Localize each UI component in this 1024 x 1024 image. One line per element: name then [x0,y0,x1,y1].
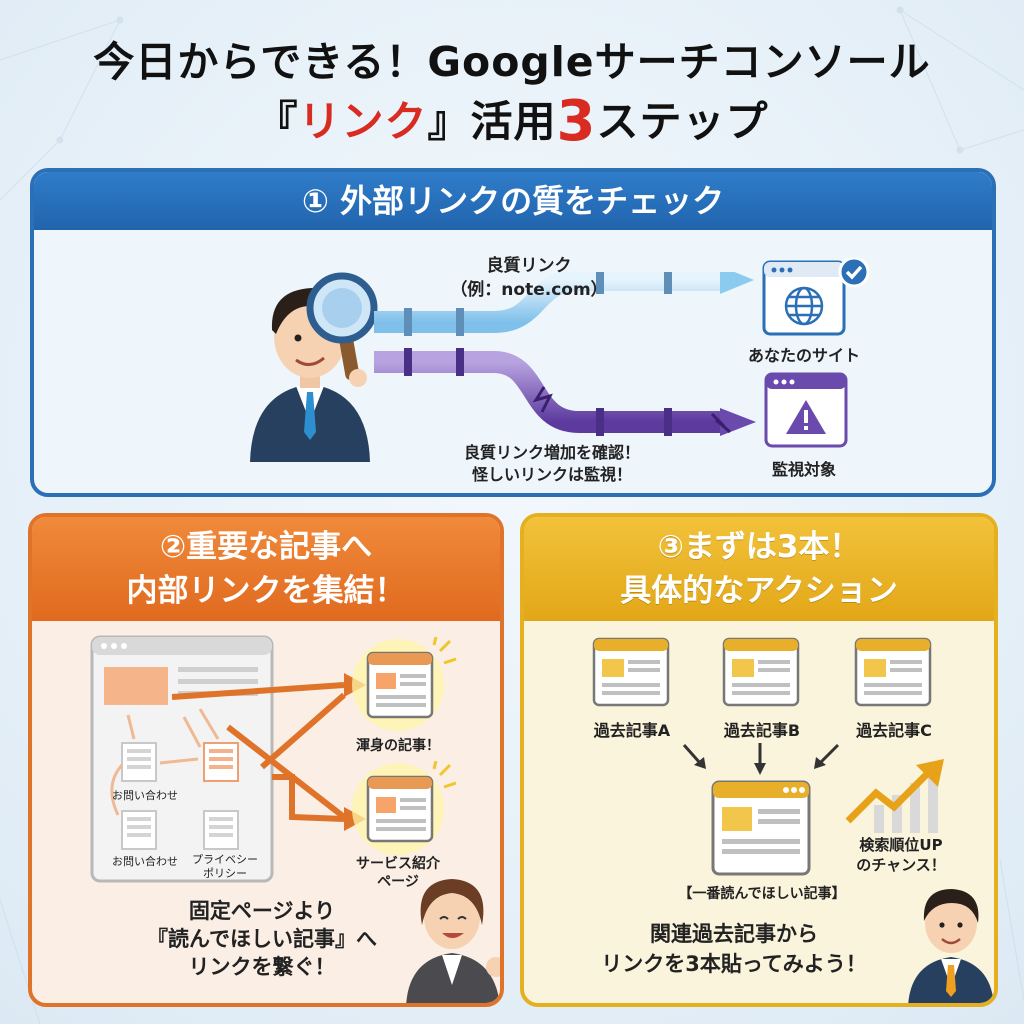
main-article-window [711,780,811,876]
internal-link-arrows [171,673,366,831]
step3-bottom-line1: 関連過去記事から [650,922,818,946]
step2-heading-line1: ②重要な記事へ [159,529,373,565]
title-mid: 』活用 [427,97,557,146]
step2-heading: ②重要な記事へ 内部リンクを集結！ [32,517,500,621]
past-article-c-window [854,637,932,707]
title-bracket-open: 『 [255,97,299,146]
page-privacy-line2: ポリシー [203,867,247,880]
step2-heading-line2: 内部リンクを集結！ [126,573,406,609]
warning-icon [786,400,826,434]
page-contact-1: お問い合わせ [112,789,178,802]
monitor-target-window [764,372,848,448]
step1-panel: ① 外部リンクの質をチェック 良質リンク （例：note.com） [30,168,996,497]
target-label-2-line1: サービス紹介 [356,856,440,872]
past-article-a-window [592,637,670,707]
trend-up-arrow-icon [845,759,944,833]
magnifier-icon [306,272,378,387]
check-badge-icon [838,258,870,288]
step2-bottom-line1: 固定ページより [188,899,336,923]
rank-up-line2: のチャンス！ [856,856,946,874]
target-window-2 [352,761,457,855]
step1-note-line1: 良質リンク増加を確認！ [463,443,640,462]
past-article-a-label: 過去記事A [593,721,671,740]
title-link-word: リンク [298,97,428,146]
page-contact-2: お問い合わせ [112,855,178,868]
good-link-arrow [720,272,754,294]
target-window-1 [352,637,457,731]
step1-note-line2: 怪しいリンクは監視！ [471,465,632,484]
step2-bottom-line2: 『読んでほしい記事』へ [147,927,377,951]
step1-heading: ① 外部リンクの質をチェック [34,172,992,230]
step2-bottom-line3: リンクを繋ぐ！ [188,955,336,979]
step3-bottom-line2: リンクを3本貼ってみよう！ [601,952,867,976]
site-browser-window [90,635,274,883]
convergence-arrows [682,743,840,775]
title-step-number: 3 [556,89,597,154]
target-label-1: 渾身の記事！ [356,738,440,754]
target-label-2-line2: ページ [377,874,419,890]
rank-up-line1: 検索順位UP [859,836,943,854]
link-pipes-diagram [374,272,756,436]
past-article-c-label: 過去記事C [856,721,932,740]
suspicious-link-arrow [720,408,756,436]
monitor-target-label: 監視対象 [771,460,836,479]
step3-heading-line1: ③まずは3本！ [657,529,861,565]
step3-heading-line2: 具体的なアクション [620,573,898,609]
good-link-label: 良質リンク [486,256,572,276]
page-privacy-line1: プライベシー [192,853,258,866]
globe-icon [784,286,824,326]
your-site-window [762,258,870,336]
businessman-small-avatar [908,889,994,1003]
good-link-example: （例：note.com） [450,280,608,300]
main-title-line2: 『リンク』活用3ステップ [0,88,1024,154]
step3-panel: ③まずは3本！ 具体的なアクション 過去記事A 過去記事B 過去記事C 【一番読… [520,513,998,1007]
past-article-b-label: 過去記事B [723,721,801,740]
businesswoman-avatar [406,879,500,1003]
title-steps-word: ステップ [596,97,769,146]
main-title-line1: 今日からできる！Googleサーチコンソール [93,38,931,86]
step3-heading: ③まずは3本！ 具体的なアクション [524,517,994,621]
main-article-label: 【一番読んでほしい記事】 [678,886,846,902]
your-site-label: あなたのサイト [747,346,860,365]
step2-panel: ②重要な記事へ 内部リンクを集結！ お問い合わせ お問い合わせ プライベシー ポ… [28,513,504,1007]
past-article-b-window [722,637,800,707]
